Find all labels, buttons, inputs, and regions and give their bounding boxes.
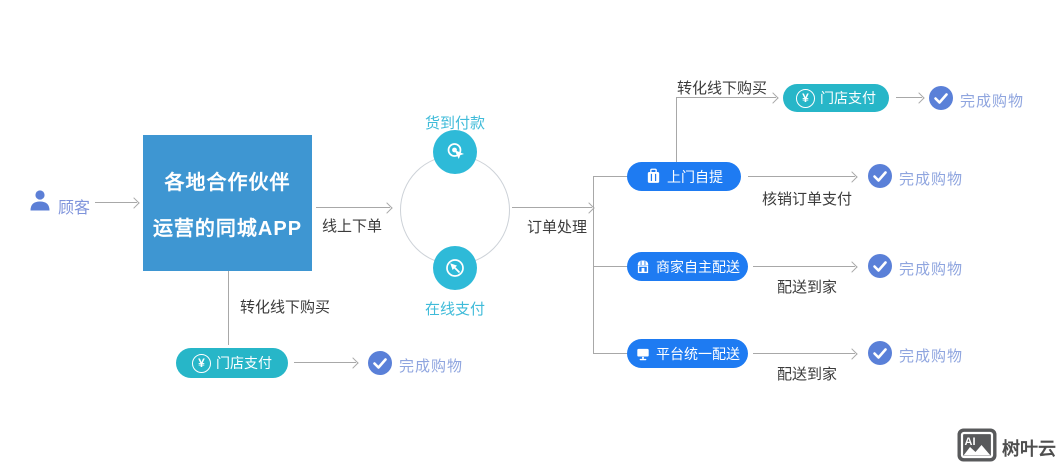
customer-icon <box>30 190 50 211</box>
done-label-top: 完成购物 <box>960 93 1025 110</box>
node-store-pay-top-label: 门店支付 <box>820 90 876 106</box>
cursor-pay-icon <box>433 246 477 290</box>
junction-vertical-line <box>593 176 594 353</box>
arrow-app-to-payment <box>316 207 390 208</box>
check-icon-top <box>929 86 953 110</box>
arrow-store-pay-bottom-to-done <box>294 362 356 363</box>
app-box-line1: 各地合作伙伴 <box>164 171 291 194</box>
app-down-line <box>228 271 229 345</box>
storefront-icon <box>637 260 649 274</box>
edge-label-order-processing: 订单处理 <box>527 219 588 236</box>
check-icon-pickup <box>868 164 892 188</box>
edge-label-online-order: 线上下单 <box>322 218 383 235</box>
arrow-payment-to-junction <box>512 207 592 208</box>
online-payment-label: 在线支付 <box>424 301 485 318</box>
edge-label-deliver-home-merchant: 配送到家 <box>777 279 838 296</box>
customer-label: 顾客 <box>58 200 91 217</box>
node-merchant-delivery: 商家自主配送 <box>627 252 748 281</box>
done-label-platform: 完成购物 <box>899 348 964 365</box>
done-label-merchant: 完成购物 <box>899 261 964 278</box>
arrow-store-pay-top-to-done <box>896 97 922 98</box>
node-store-pay-top: ¥ 门店支付 <box>783 84 889 112</box>
yen-icon: ¥ <box>192 353 211 373</box>
monitor-icon <box>637 348 649 361</box>
arrow-pickup-to-store-pay <box>676 97 776 98</box>
app-box: 各地合作伙伴 运营的同城APP <box>143 135 312 271</box>
check-icon-platform <box>868 341 892 365</box>
check-icon-bottom <box>368 351 392 375</box>
node-merchant-delivery-label: 商家自主配送 <box>656 258 740 275</box>
arrow-merchant-to-done <box>753 266 855 267</box>
connector-to-merchant-delivery <box>593 266 627 267</box>
edge-label-deliver-home-platform: 配送到家 <box>777 366 838 383</box>
edge-label-convert-offline-top: 转化线下购买 <box>677 80 768 97</box>
pickup-up-line <box>676 97 677 162</box>
edge-label-convert-offline-bottom: 转化线下购买 <box>240 299 331 316</box>
done-label-pickup: 完成购物 <box>899 171 964 188</box>
node-platform-delivery: 平台统一配送 <box>627 339 748 368</box>
tap-pay-icon <box>433 130 477 174</box>
arrow-pickup-to-done <box>748 176 855 177</box>
watermark-logo-icon: AI <box>957 428 997 462</box>
app-box-line2: 运营的同城APP <box>152 217 303 240</box>
node-platform-delivery-label: 平台统一配送 <box>656 345 740 362</box>
arrow-customer-to-app <box>95 202 137 203</box>
node-self-pickup-label: 上门自提 <box>667 168 723 185</box>
connector-to-self-pickup <box>593 176 627 177</box>
arrow-platform-to-done <box>753 353 855 354</box>
watermark-brand-text: 树叶云 <box>1002 439 1056 459</box>
edge-label-verify-order-payment: 核销订单支付 <box>762 191 853 208</box>
svg-text:AI: AI <box>965 436 976 448</box>
node-store-pay-bottom: ¥ 门店支付 <box>176 348 288 378</box>
done-label-bottom: 完成购物 <box>399 358 464 375</box>
node-store-pay-bottom-label: 门店支付 <box>216 355 272 371</box>
cash-on-delivery-label: 货到付款 <box>424 115 485 132</box>
yen-icon: ¥ <box>796 88 815 108</box>
connector-to-platform-delivery <box>593 353 627 354</box>
luggage-icon <box>647 168 660 183</box>
check-icon-merchant <box>868 254 892 278</box>
node-self-pickup: 上门自提 <box>627 162 741 191</box>
